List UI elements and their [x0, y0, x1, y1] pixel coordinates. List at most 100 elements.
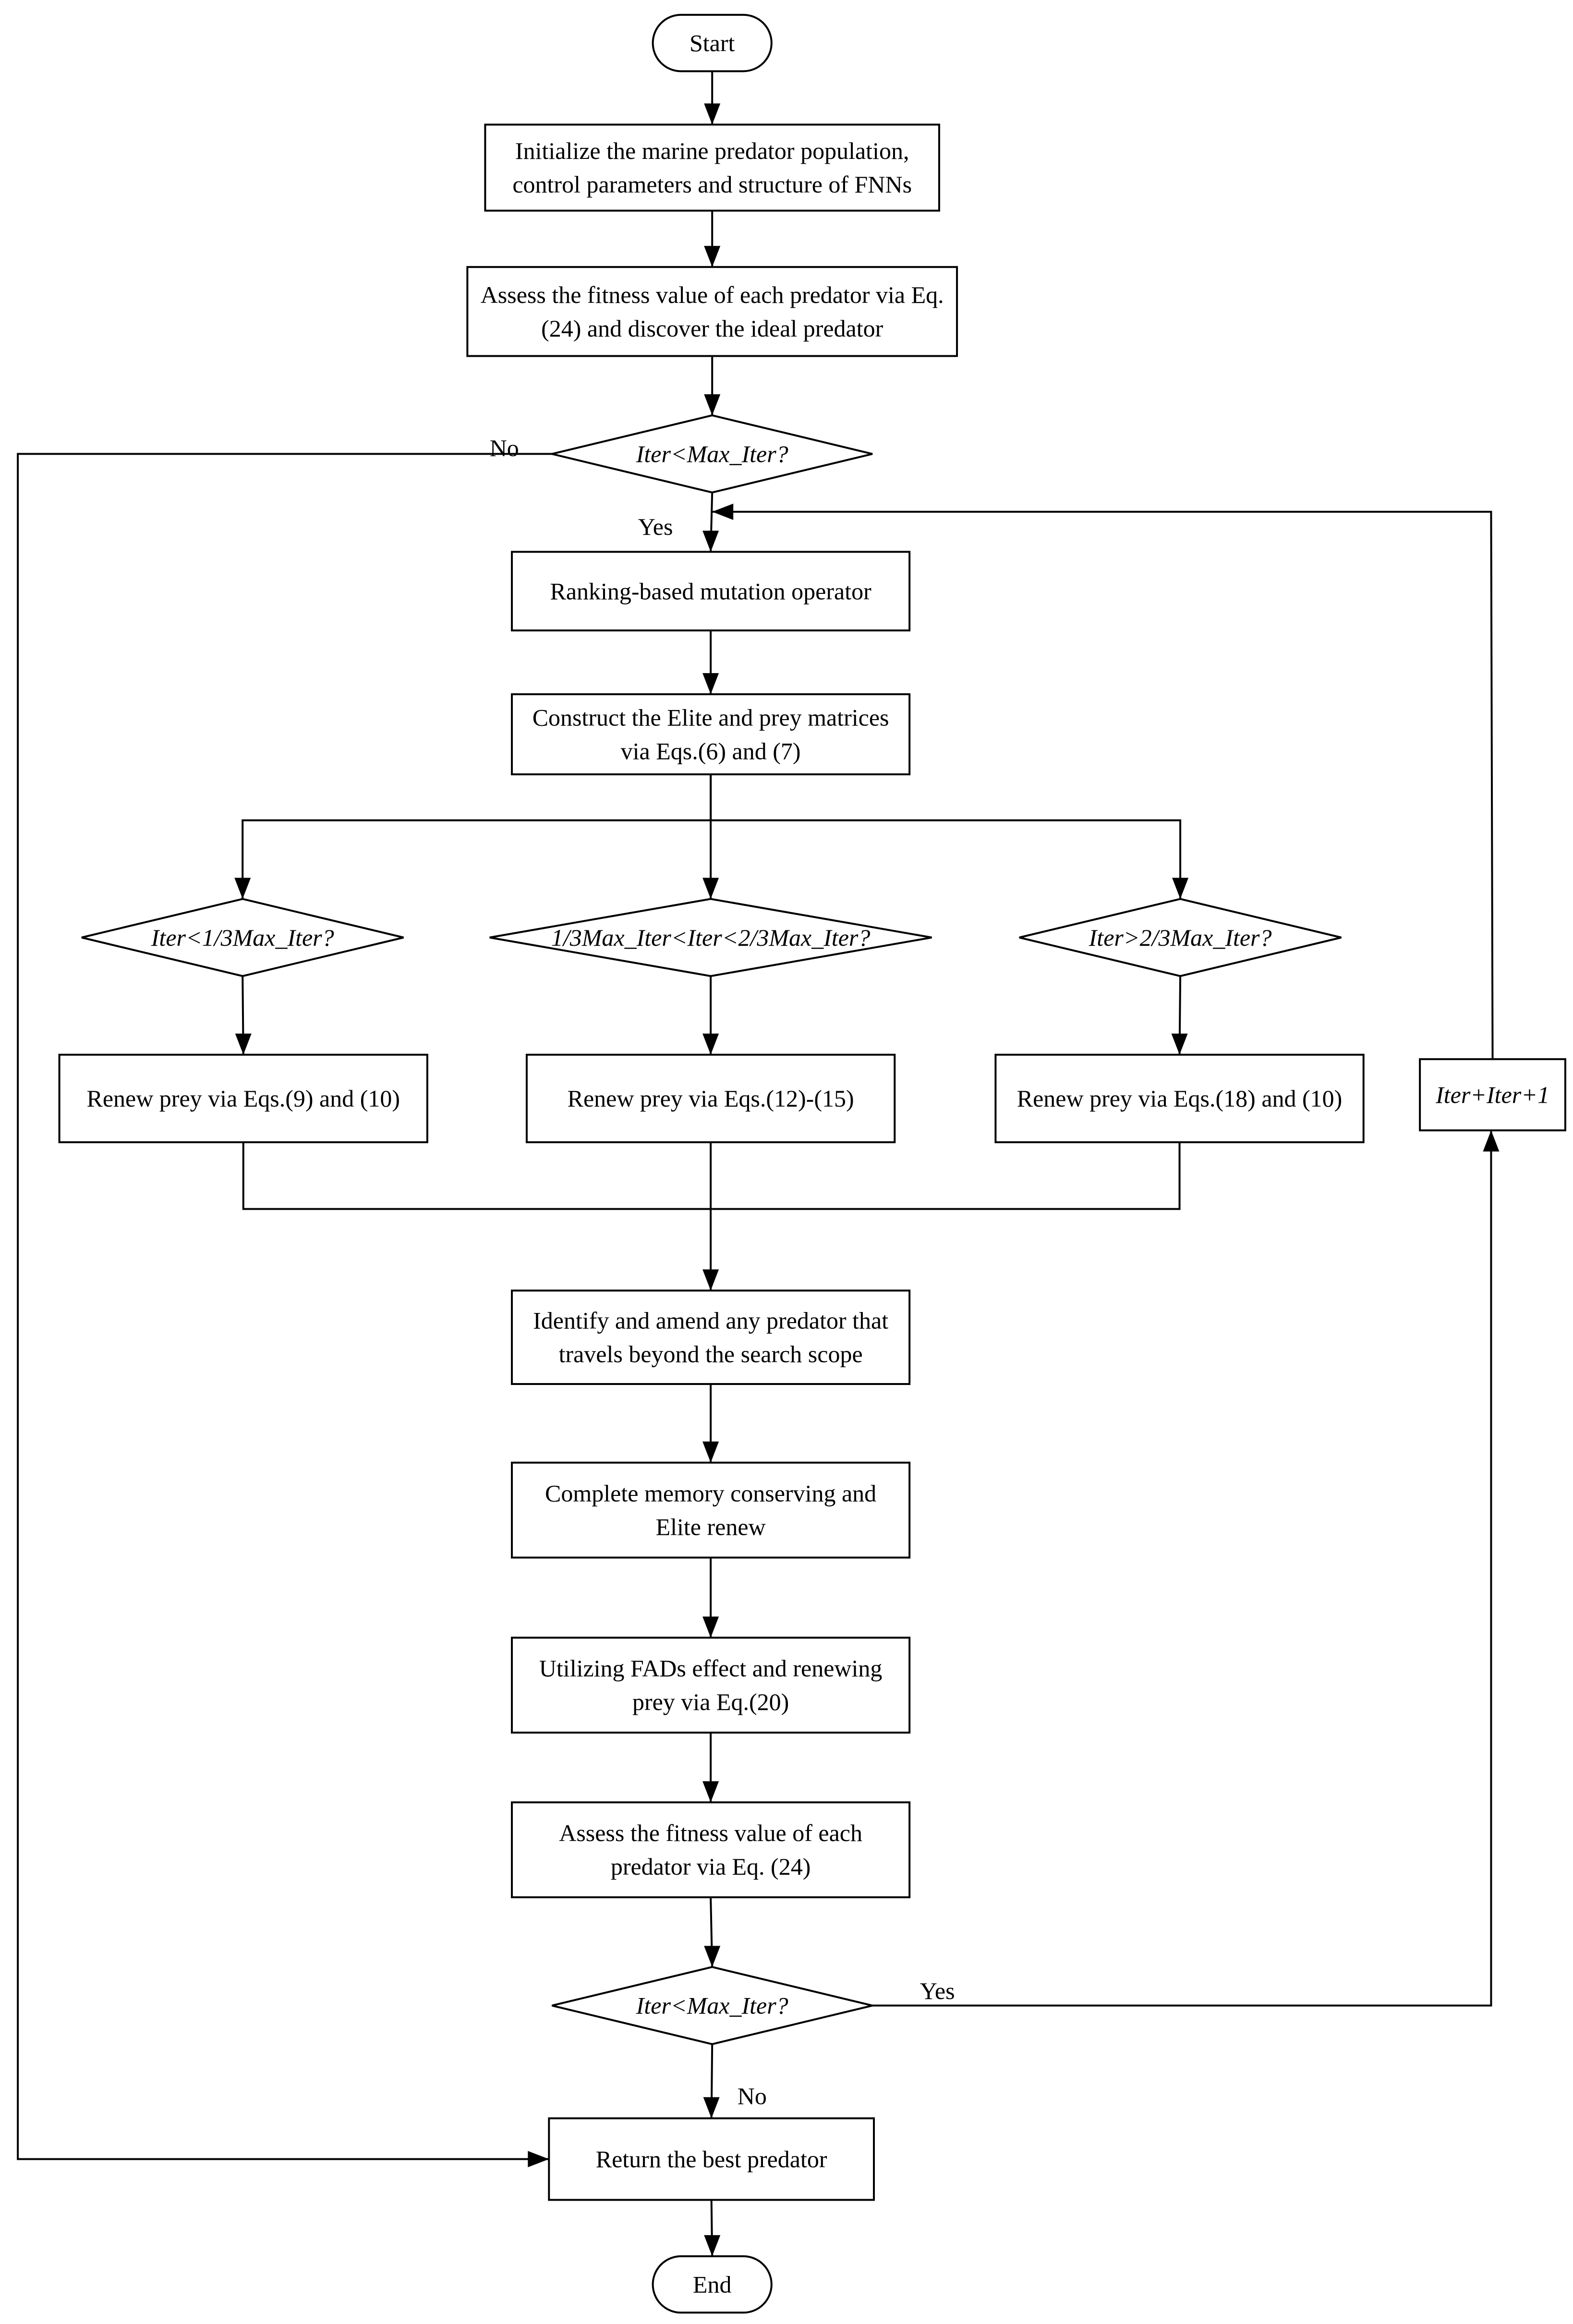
process-shape: [58, 1053, 428, 1144]
edge-line: [17, 453, 552, 2160]
arrowhead: [528, 2151, 549, 2167]
node-dec1: Iter<Max_Iter?: [552, 414, 873, 494]
node-iterinc: Iter+Iter+1: [1419, 1058, 1566, 1132]
node-label: Assess the fitness value of each: [559, 1819, 862, 1846]
node-init: Initialize the marine predator populatio…: [484, 123, 940, 212]
edge-dec2-to-best: [703, 2044, 720, 2119]
node-label: Ranking-based mutation operator: [550, 578, 871, 604]
arrowhead: [704, 103, 721, 125]
arrowhead: [704, 394, 721, 416]
node-label: Construct the Elite and prey matrices: [532, 704, 889, 731]
edge-init-to-assess1: [704, 210, 721, 267]
edge-line: [872, 1130, 1492, 2007]
arrowhead: [704, 1946, 721, 1967]
process-shape: [466, 266, 958, 357]
node-label: travels beyond the search scope: [559, 1341, 863, 1368]
edge-start-to-init: [704, 71, 721, 125]
process-shape: [525, 1053, 896, 1144]
edge-label: Yes: [638, 513, 673, 540]
edge-assess2-to-dec2: [704, 1897, 721, 1967]
edge-renewC-to-identify: [712, 1142, 1181, 1210]
arrowhead: [712, 504, 734, 520]
decision-shape: [552, 1966, 873, 2046]
node-decC: Iter>2/3Max_Iter?: [1019, 898, 1342, 977]
node-label: Iter<1/3Max_Iter?: [151, 924, 334, 951]
edge-line: [242, 774, 712, 899]
edge-dec1-to-ranking: [702, 492, 719, 552]
arrowhead: [702, 1033, 719, 1055]
edge-decB-to-renewB: [702, 976, 719, 1055]
node-ranking: Ranking-based mutation operator: [511, 551, 911, 632]
terminal-shape: [652, 13, 773, 72]
node-identify: Identify and amend any predator that trav…: [511, 1289, 911, 1385]
edge-decC-to-renewC: [1171, 976, 1188, 1055]
edge-ranking-to-construct: [702, 630, 719, 695]
edge-dec2-to-iterinc: [872, 1130, 1500, 2007]
edge-label: Yes: [920, 1977, 955, 2004]
edge-line: [710, 774, 1182, 899]
edge-label: No: [738, 2083, 767, 2109]
process-shape: [484, 123, 940, 212]
node-label: predator via Eq. (24): [611, 1853, 811, 1880]
edge-label: No: [490, 434, 519, 461]
process-shape: [511, 551, 911, 632]
edge-renewA-to-identify: [242, 1142, 713, 1210]
arrowhead: [702, 673, 719, 695]
node-label: 1/3Max_Iter<Iter<2/3Max_Iter?: [551, 924, 871, 951]
process-shape: [511, 693, 911, 775]
process-shape: [511, 1461, 911, 1559]
node-label: control parameters and structure of FNNs: [512, 171, 912, 198]
terminal-shape: [652, 2255, 773, 2314]
node-label: Renew prey via Eqs.(9) and (10): [86, 1085, 400, 1112]
arrowhead: [702, 1441, 719, 1463]
arrowhead: [702, 1269, 719, 1291]
edge-identify-to-memory: [702, 1384, 719, 1463]
node-decB: 1/3Max_Iter<Iter<2/3Max_Iter?: [489, 898, 932, 977]
node-label: via Eqs.(6) and (7): [621, 738, 801, 765]
node-label: Renew prey via Eqs.(18) and (10): [1017, 1085, 1343, 1112]
node-assess1: Assess the fitness value of each predato…: [466, 266, 958, 357]
node-label: Complete memory conserving and: [545, 1480, 876, 1507]
decision-shape: [552, 414, 873, 494]
decision-shape: [81, 898, 404, 977]
node-label: Initialize the marine predator populatio…: [515, 137, 909, 164]
arrowhead: [702, 1781, 719, 1803]
edge-decA-to-renewA: [235, 976, 252, 1055]
arrowhead: [1171, 1033, 1188, 1055]
node-label: Iter<Max_Iter?: [636, 441, 788, 468]
arrowhead: [1172, 878, 1189, 899]
edge-line: [242, 1142, 713, 1210]
process-shape: [511, 1801, 911, 1899]
edges-layer: [17, 71, 1500, 2256]
node-label: Elite renew: [656, 1514, 766, 1541]
node-label: Iter<Max_Iter?: [636, 1992, 788, 2019]
process-shape: [511, 1637, 911, 1734]
process-shape: [994, 1053, 1365, 1144]
node-label: Identify and amend any predator that: [533, 1307, 888, 1334]
node-label: Iter+Iter+1: [1435, 1081, 1549, 1108]
node-label: (24) and discover the ideal predator: [541, 315, 883, 342]
edge-line: [712, 511, 1494, 1060]
node-renewC: Renew prey via Eqs.(18) and (10): [994, 1053, 1365, 1144]
decision-shape: [489, 898, 932, 977]
edge-best-to-end: [704, 2200, 721, 2256]
node-label: prey via Eq.(20): [632, 1688, 789, 1715]
arrowhead: [704, 246, 721, 267]
arrowhead: [703, 2097, 720, 2119]
edge-renewB-to-identify: [702, 1142, 719, 1291]
arrowhead: [235, 1033, 252, 1055]
arrowhead: [702, 878, 719, 899]
arrowhead: [1483, 1130, 1500, 1152]
edge-iterinc-to-ranking: [712, 504, 1494, 1060]
decision-shape: [1019, 898, 1342, 977]
process-shape: [548, 2117, 875, 2201]
process-shape: [511, 1289, 911, 1385]
node-start: Start: [652, 13, 773, 72]
node-label: Start: [690, 30, 735, 57]
node-dec2: Iter<Max_Iter?: [552, 1966, 873, 2046]
edge-line: [712, 1142, 1181, 1210]
edge-construct-to-decA: [234, 774, 712, 899]
